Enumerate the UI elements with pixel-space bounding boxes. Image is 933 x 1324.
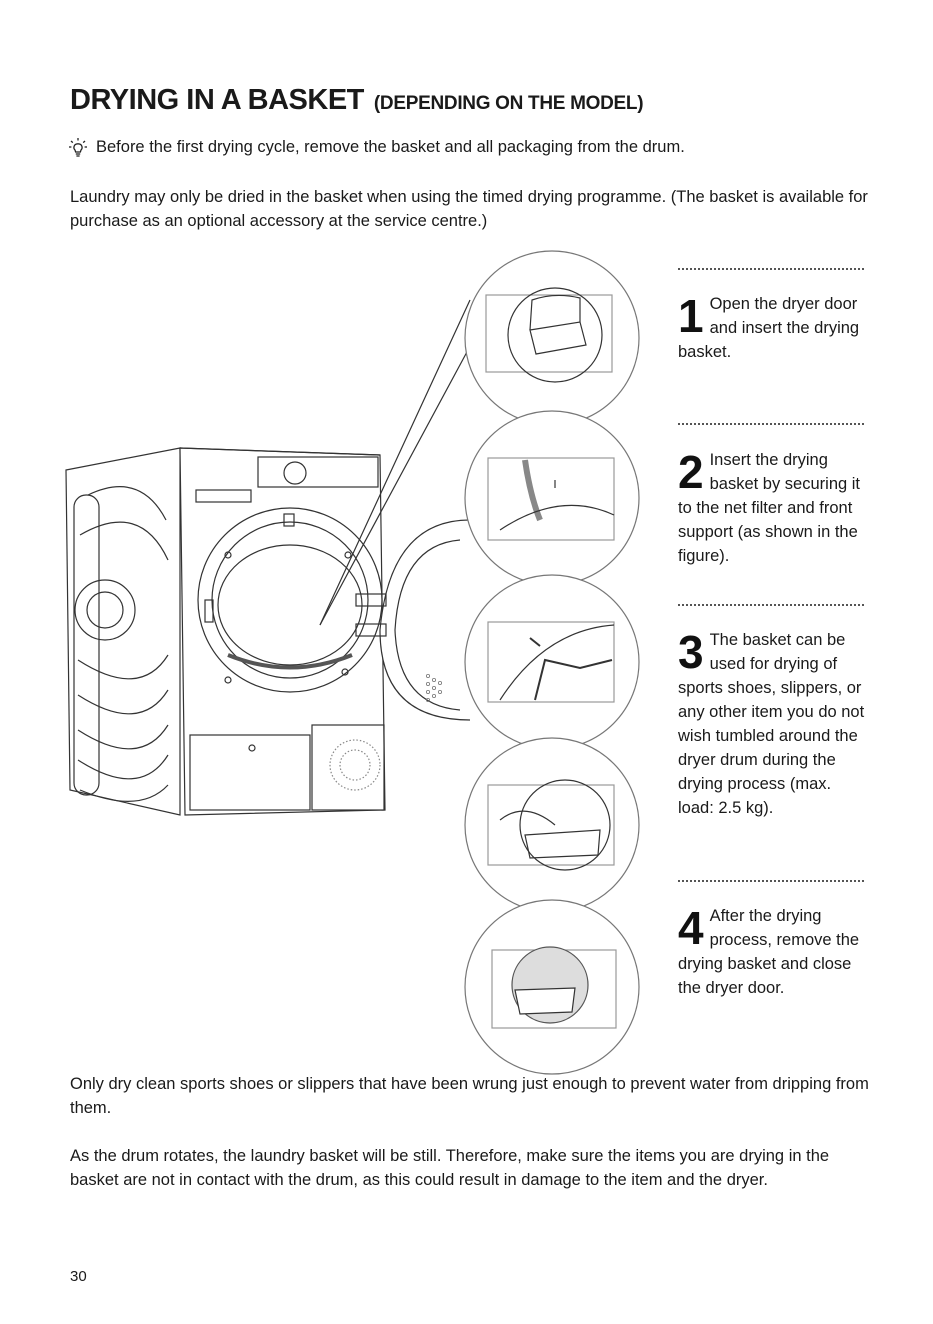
dryer-open-door [355,519,471,721]
title-main: DRYING IN A BASKET [70,84,364,116]
note-paragraph-1: Only dry clean sports shoes or slippers … [70,1075,869,1117]
step-divider [678,268,864,270]
intro-paragraph: Laundry may only be dried in the basket … [70,188,868,230]
lightbulb-icon [69,138,87,157]
detail-circle-1 [464,250,640,426]
step-text: Open the dryer door and insert the dryin… [678,295,860,361]
title-subtitle: (DEPENDING ON THE MODEL) [373,93,644,114]
tip-text: Before the first drying cycle, remove th… [96,137,685,156]
step-divider [678,423,864,425]
step-number: 3 [678,626,704,678]
step-text: Insert the drying basket by securing it … [678,451,861,565]
page-number: 30 [70,1268,87,1285]
step-2: 2 Insert the drying basket by securing i… [678,448,868,568]
detail-circle-4 [464,737,640,913]
step-number: 2 [678,446,704,498]
detail-circle-2 [464,410,640,586]
step-1: 1 Open the dryer door and insert the dry… [678,292,868,364]
step-text: After the drying process, remove the dry… [678,907,860,997]
step-3: 3 The basket can be used for drying of s… [678,628,868,820]
step-text: The basket can be used for drying of spo… [678,631,865,817]
note-paragraph-2: As the drum rotates, the laundry basket … [70,1147,830,1189]
step-number: 1 [678,290,704,342]
detail-circle-3 [464,574,640,750]
detail-circle-5 [464,899,640,1075]
dryer-side-panel [65,447,181,816]
page-title: DRYING IN A BASKET (DEPENDING ON THE MODE… [70,80,644,117]
dryer-front-panel [179,447,386,816]
tip-note: Before the first drying cycle, remove th… [68,137,685,157]
step-divider [678,880,864,882]
step-divider [678,604,864,606]
step-number: 4 [678,902,704,954]
dryer-basket-illustration [65,250,640,1075]
step-4: 4 After the drying process, remove the d… [678,904,868,1000]
